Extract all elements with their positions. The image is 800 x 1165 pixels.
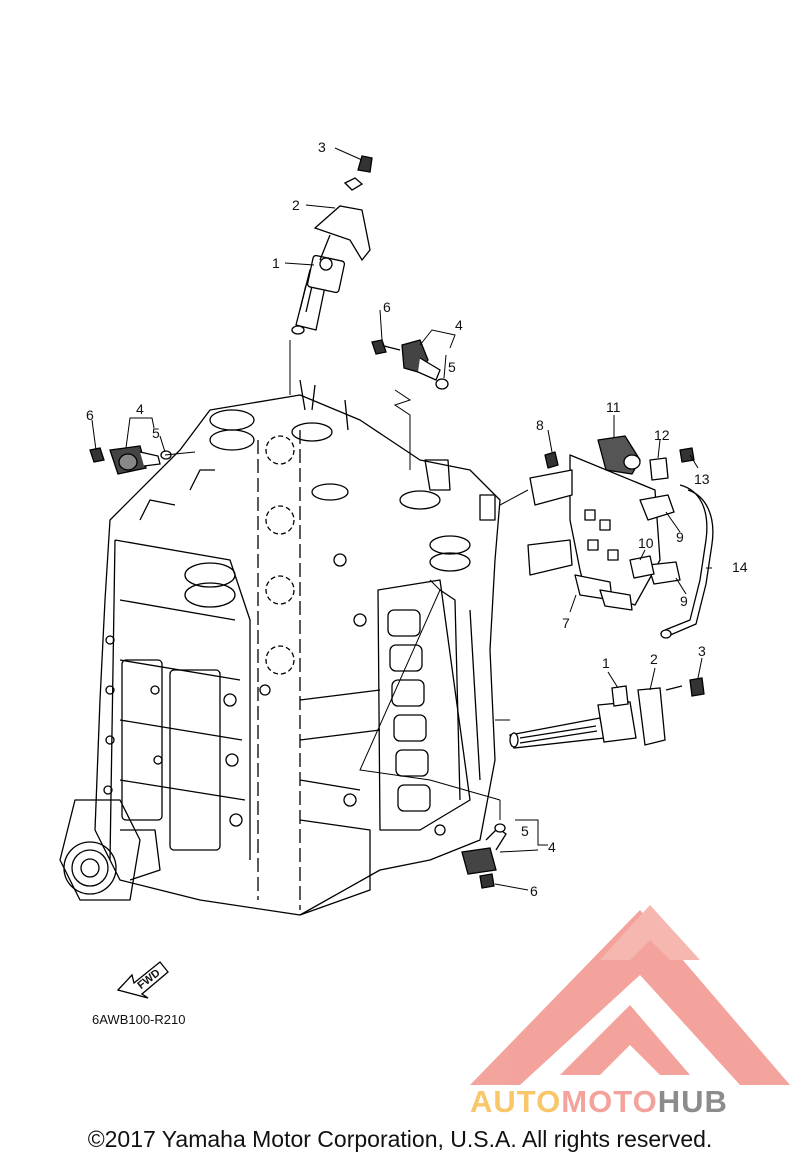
callout-8: 8 xyxy=(536,417,544,433)
callout-14: 14 xyxy=(732,559,748,575)
callout-6-bottom: 6 xyxy=(530,883,538,899)
callout-numbers: 3 2 1 6 4 5 6 4 5 11 8 12 13 9 10 14 9 7… xyxy=(86,139,748,899)
callout-2-right: 2 xyxy=(650,651,658,667)
callout-3-top: 3 xyxy=(318,139,326,155)
watermark-brand: AUTOMOTOHUB xyxy=(470,1084,728,1119)
copyright-notice: ©2017 Yamaha Motor Corporation, U.S.A. A… xyxy=(87,1126,713,1152)
callout-9-upper: 9 xyxy=(676,529,684,545)
callout-9-lower: 9 xyxy=(680,593,688,609)
sensor-top xyxy=(371,339,449,390)
sensor-left xyxy=(89,445,172,475)
callout-5-left: 5 xyxy=(152,425,160,441)
fwd-arrow-icon: FWD xyxy=(116,961,169,999)
callout-3-right: 3 xyxy=(698,643,706,659)
callout-10: 10 xyxy=(638,535,654,551)
callout-7: 7 xyxy=(562,615,570,631)
callout-12: 12 xyxy=(654,427,670,443)
bracket-assembly xyxy=(527,435,714,639)
callout-4-top: 4 xyxy=(455,317,463,333)
diagram-code: 6AWB100-R210 xyxy=(92,1012,185,1027)
callout-2-top: 2 xyxy=(292,197,300,213)
callout-5-top: 5 xyxy=(448,359,456,375)
callout-11: 11 xyxy=(606,399,621,415)
engine-block xyxy=(59,379,501,916)
callout-13: 13 xyxy=(694,471,710,487)
ignition-coil-top xyxy=(291,155,373,335)
callout-1-right: 1 xyxy=(602,655,610,671)
leader-lines xyxy=(91,147,712,891)
sensor-bottom xyxy=(461,823,507,889)
callout-6-left: 6 xyxy=(86,407,94,423)
callout-4-left: 4 xyxy=(136,401,144,417)
callout-4-bottom: 4 xyxy=(548,839,556,855)
callout-1-top: 1 xyxy=(272,255,280,271)
watermark-logo xyxy=(470,905,790,1085)
callout-6-top: 6 xyxy=(383,299,391,315)
callout-5-bottom: 5 xyxy=(521,823,529,839)
ignition-coil-right xyxy=(509,677,705,749)
